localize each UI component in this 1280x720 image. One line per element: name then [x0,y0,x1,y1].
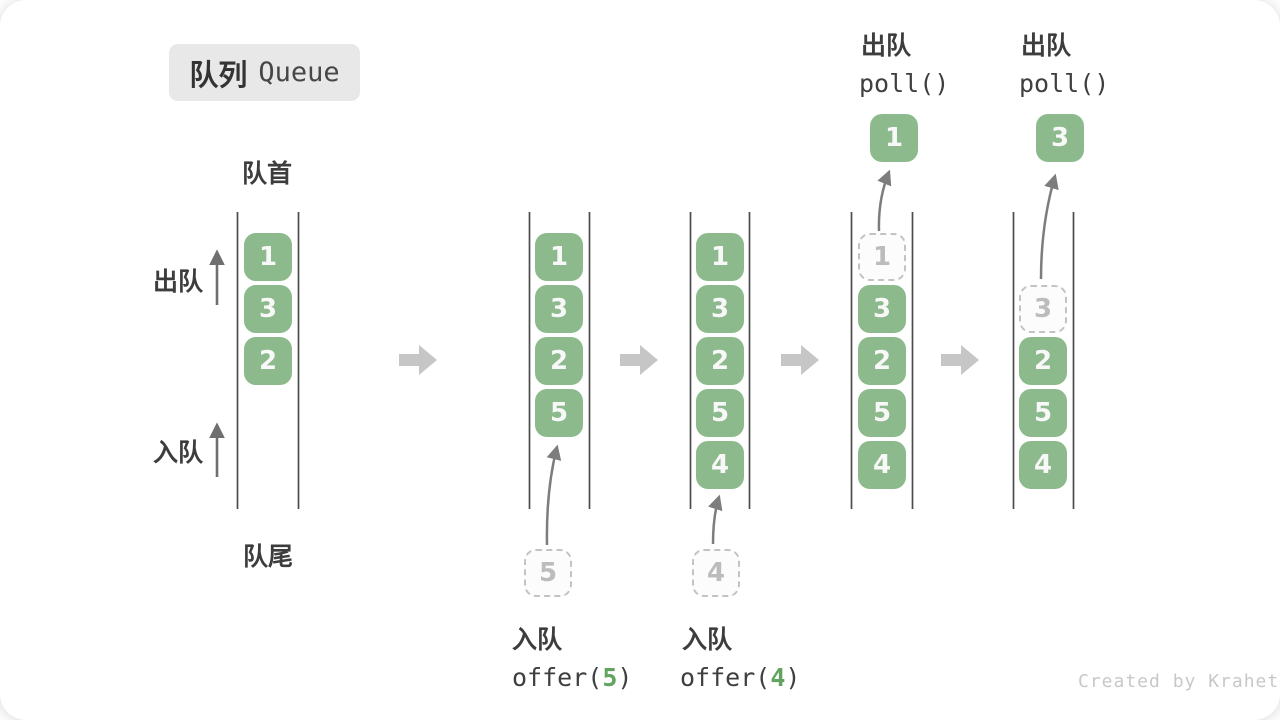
label-queue-rear: 队尾 [243,543,294,571]
polled-item: 1 [870,114,918,162]
block-arrow-3 [781,345,819,375]
block-arrow-2 [620,345,658,375]
code-text: ) [785,663,801,692]
code-arg: 4 [770,663,786,692]
poll-3-arrow [1039,173,1059,280]
queue-item: 3 [858,285,906,333]
queue-item: 4 [696,441,744,489]
queue-item: 5 [858,389,906,437]
removed-item: 3 [1019,285,1067,333]
queue-item: 2 [696,337,744,385]
queue-item: 2 [535,337,583,385]
queue-walls [236,212,1075,509]
code-text: ) [617,663,633,692]
queue-item: 2 [244,337,292,385]
code-arg: 5 [602,663,618,692]
op-poll-2-code: poll() [1019,69,1110,98]
queue-item: 4 [1019,441,1067,489]
label-dequeue: 出队 [153,268,204,296]
removed-item: 1 [858,233,906,281]
code-text: offer( [680,663,771,692]
queue-item: 5 [535,389,583,437]
op-offer-4: 入队 offer(4) [680,620,800,692]
op-offer-4-title: 入队 [682,626,733,654]
block-arrow-1 [399,345,437,375]
queue-item: 5 [1019,389,1067,437]
incoming-item: 4 [692,549,740,597]
queue-item: 3 [696,285,744,333]
watermark-credit: Created by Krahets [1078,671,1280,692]
op-poll-1-code: poll() [859,69,950,98]
op-offer-4-code: offer(4) [680,663,800,692]
queue-item: 1 [696,233,744,281]
op-offer-5: 入队 offer(5) [512,620,632,692]
polled-item: 3 [1036,114,1084,162]
op-offer-5-title: 入队 [512,626,563,654]
code-text: offer( [512,663,603,692]
queue-item: 2 [1019,337,1067,385]
queue-item: 1 [244,233,292,281]
queue-item: 3 [244,285,292,333]
block-arrow-4 [941,345,979,375]
queue-item: 2 [858,337,906,385]
queue-item: 3 [535,285,583,333]
op-poll-2-title: 出队 [1021,32,1072,60]
queue-item: 1 [535,233,583,281]
op-offer-5-code: offer(5) [512,663,632,692]
label-enqueue: 入队 [153,439,204,467]
title-zh: 队列 [189,59,248,92]
op-poll-1-title: 出队 [861,32,912,60]
enqueue-4-arrow [708,494,723,545]
op-poll-2: 出队 poll() [1019,26,1110,98]
queue-item: 4 [858,441,906,489]
queue-item: 5 [696,389,744,437]
poll-1-arrow [877,169,892,232]
incoming-item: 5 [524,549,572,597]
title-en: Queue [258,57,340,88]
title-badge: 队列 Queue [169,44,360,101]
op-poll-1: 出队 poll() [859,26,950,98]
enqueue-5-arrow [545,444,562,546]
label-queue-front: 队首 [242,160,293,188]
